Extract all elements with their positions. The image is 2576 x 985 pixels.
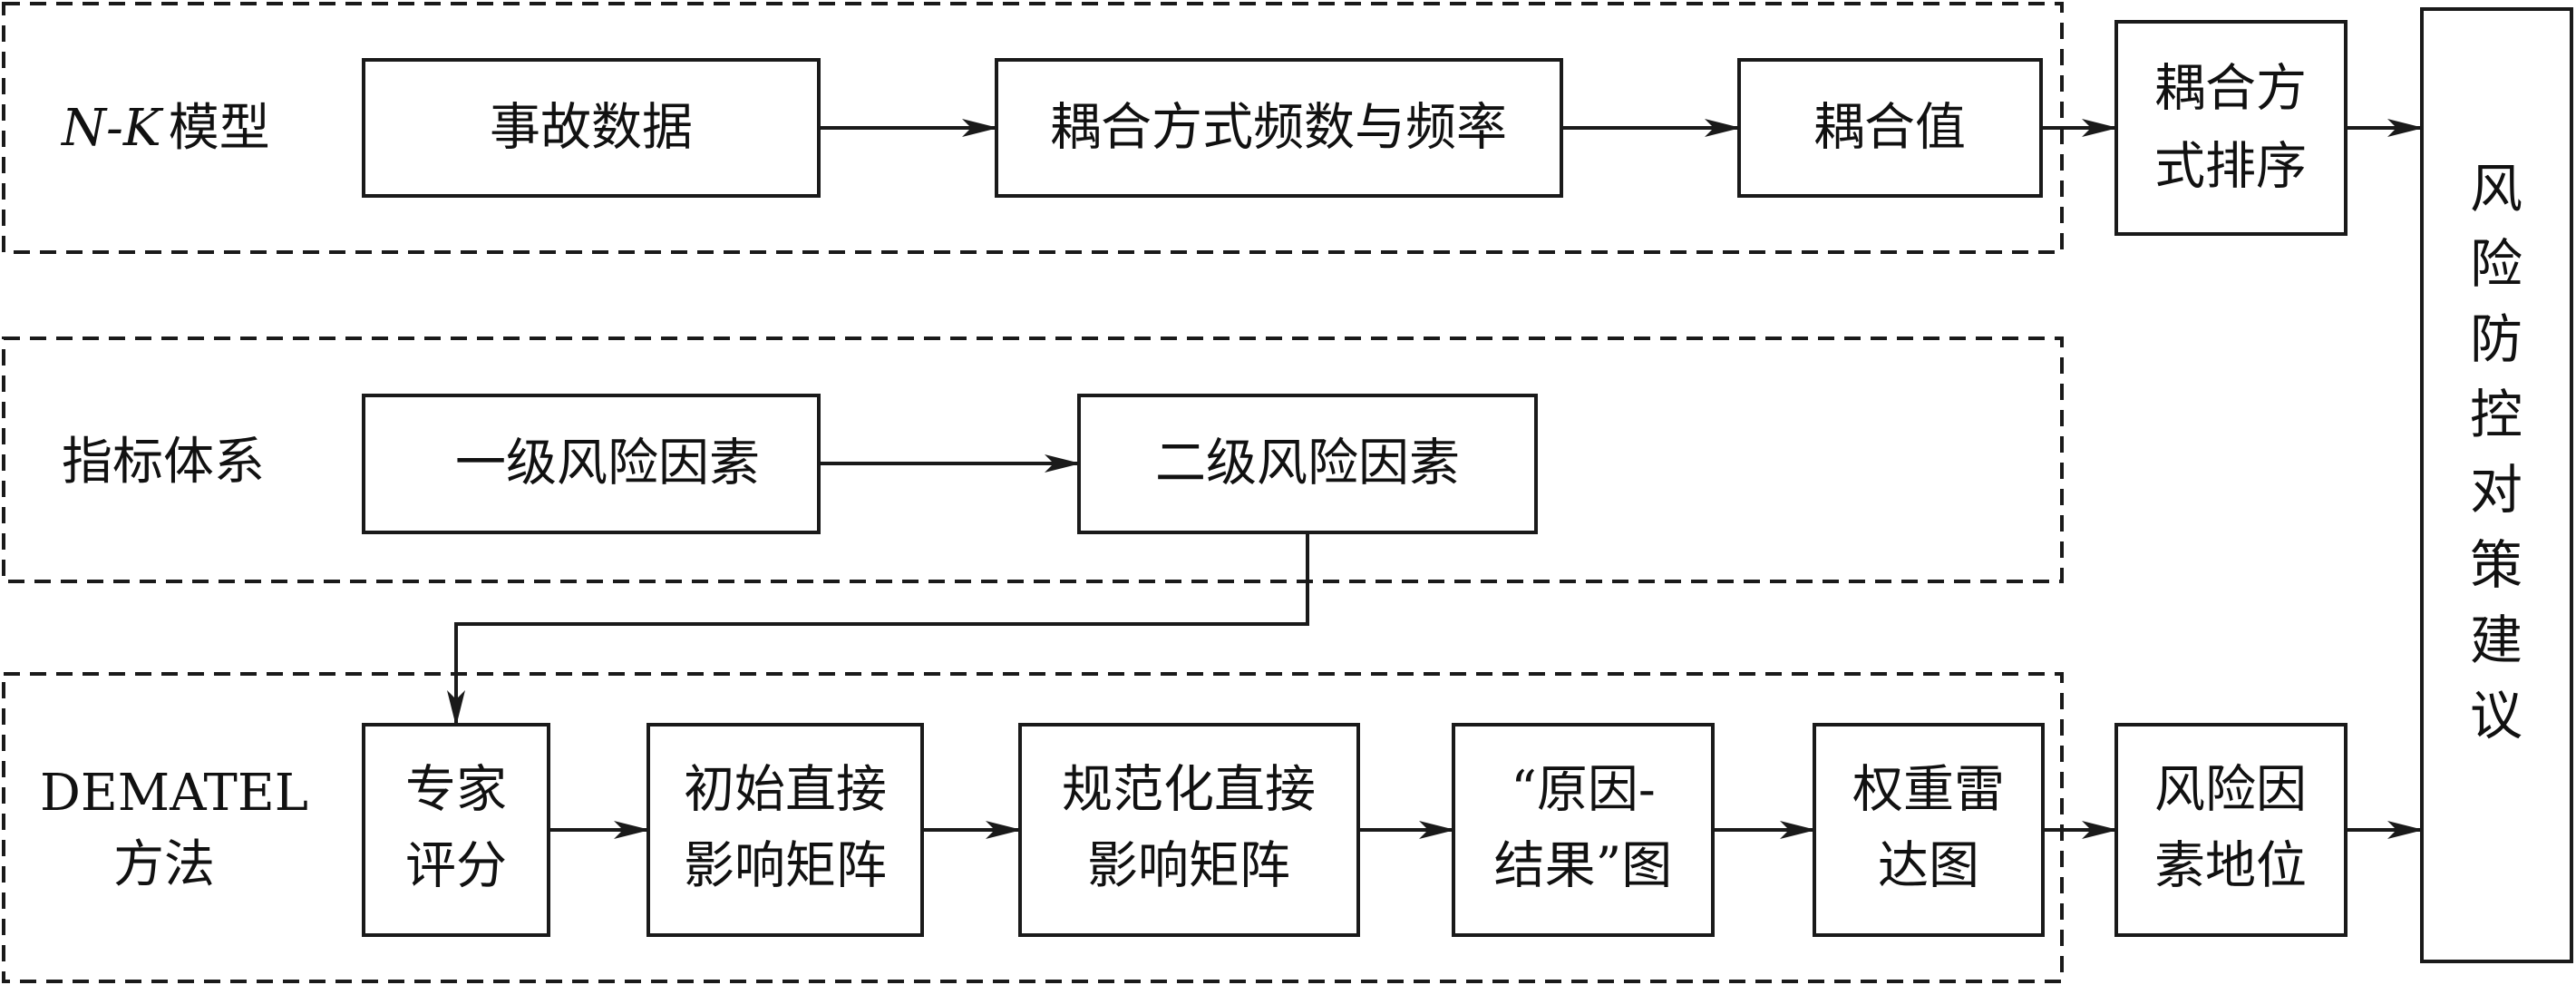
node-coupling-ranking: 耦合方 式排序 (2114, 20, 2348, 236)
node-expert-scoring: 专家 评分 (362, 723, 550, 937)
svg-text:耦合值: 耦合值 (1813, 99, 1966, 158)
svg-text:专家: 专家 (405, 761, 507, 820)
node-cause-effect-diagram: “原因- 结果”图 (1452, 723, 1715, 937)
dematel-group-frame (2, 672, 2064, 983)
output-char: 策 (2470, 534, 2523, 596)
node-coupling-value: 耦合值 (1737, 58, 2043, 198)
svg-text:耦合方: 耦合方 (2154, 60, 2307, 119)
node-accident-data: 事故数据 (362, 58, 821, 198)
output-char: 险 (2470, 233, 2523, 295)
svg-text:事故数据: 事故数据 (490, 99, 693, 158)
index-system-group-frame (2, 336, 2064, 583)
svg-text:式排序: 式排序 (2154, 138, 2307, 197)
dematel-method-label-line2: 方法 (113, 835, 215, 894)
output-char: 风 (2470, 158, 2523, 219)
index-system-label: 指标体系 (62, 433, 265, 492)
node-coupling-frequency: 耦合方式频数与频率 (995, 58, 1563, 198)
node-weight-radar-chart: 权重雷 达图 (1813, 723, 2045, 937)
svg-text:一级风险因素: 一级风险因素 (455, 434, 760, 493)
svg-text:初始直接: 初始直接 (684, 761, 887, 820)
node-initial-direct-matrix: 初始直接 影响矩阵 (646, 723, 924, 937)
node-risk-factor-status: 风险因 素地位 (2114, 723, 2348, 937)
output-char: 控 (2470, 384, 2523, 445)
svg-text:耦合方式频数与频率: 耦合方式频数与频率 (1050, 99, 1507, 158)
output-char: 议 (2470, 685, 2523, 746)
svg-text:权重雷: 权重雷 (1852, 761, 2005, 820)
output-char: 对 (2470, 459, 2523, 521)
svg-text:达图: 达图 (1878, 837, 1979, 896)
node-level2-risk-factors: 二级风险因素 (1077, 394, 1538, 534)
svg-text:风险因: 风险因 (2154, 761, 2307, 820)
svg-text:影响矩阵: 影响矩阵 (684, 837, 887, 896)
svg-text:结果”图: 结果”图 (1494, 837, 1673, 896)
svg-text:二级风险因素: 二级风险因素 (1155, 434, 1460, 493)
svg-text:素地位: 素地位 (2154, 837, 2307, 896)
arrow-level2-to-expert (447, 532, 1309, 727)
node-normalized-direct-matrix: 规范化直接 影响矩阵 (1018, 723, 1360, 937)
svg-text:评分: 评分 (405, 837, 507, 896)
svg-text:“原因-: “原因- (1511, 761, 1656, 820)
dematel-method-label-line1: DEMATEL (40, 764, 308, 823)
node-level1-risk-factors: 一级风险因素 (362, 394, 821, 534)
svg-text:影响矩阵: 影响矩阵 (1087, 837, 1290, 896)
svg-text:规范化直接: 规范化直接 (1062, 761, 1316, 820)
output-char: 建 (2470, 610, 2523, 671)
output-char: 防 (2470, 308, 2523, 370)
